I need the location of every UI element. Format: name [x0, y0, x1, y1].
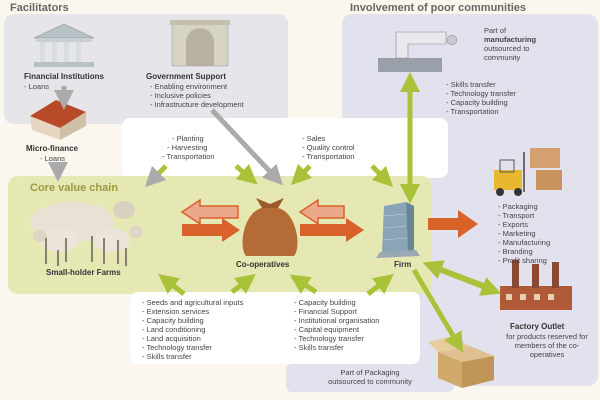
firm-label: Firm	[394, 260, 412, 269]
manufacturing-list: Skills transfer Technology transfer Capa…	[446, 80, 515, 116]
green-arrow	[289, 274, 318, 295]
packaging-box	[286, 364, 454, 392]
forklift-icon	[494, 148, 562, 196]
co-operatives-label: Co-operatives	[236, 260, 290, 269]
micro-finance-label: Micro-finance	[26, 144, 79, 153]
firm-outputs-list: Packaging Transport Exports Marketing Ma…	[498, 202, 550, 265]
factory-icon	[500, 260, 572, 310]
green-arrow	[144, 164, 168, 188]
green-arrow	[158, 273, 186, 296]
orange-arrow-left	[180, 198, 239, 226]
green-arrow	[411, 268, 464, 353]
orange-arrow-left	[298, 198, 345, 226]
core-value-chain-title: Core value chain	[30, 182, 119, 194]
financial-institutions-list: Loans	[24, 82, 49, 91]
government-support-label: Government Support	[146, 72, 227, 81]
orange-arrow-right	[428, 210, 478, 238]
government-building-icon	[170, 20, 230, 67]
packaging-note: Part of Packaging outsourced to communit…	[328, 368, 412, 386]
government-support-list: Enabling environment Inclusive policies …	[150, 82, 244, 109]
sewing-machine-icon	[378, 31, 458, 72]
facilitators-title: Facilitators	[10, 2, 69, 14]
bottom-left-flow-list: Seeds and agricultural inputs Extension …	[142, 298, 243, 361]
micro-finance-list: Loans	[40, 154, 65, 163]
skyscraper-icon	[376, 202, 420, 258]
grey-arrow	[210, 108, 283, 186]
green-arrow	[234, 163, 258, 185]
green-arrow	[230, 274, 256, 294]
orange-arrow-right	[182, 218, 240, 242]
bank-icon	[33, 23, 95, 67]
factory-outlet-desc: for products reserved for members of the…	[506, 332, 588, 359]
involvement-title: Involvement of poor communities	[350, 2, 527, 14]
factory-outlet-title: Factory Outlet	[510, 322, 565, 331]
house-icon	[30, 100, 86, 140]
green-arrow	[370, 164, 394, 188]
sack-icon	[242, 198, 298, 256]
bottom-right-flow-list: Capacity building Financial Support Inst…	[294, 298, 379, 352]
green-arrow	[366, 273, 394, 296]
top-left-flow-list: Planting Harvesting Transportation	[162, 134, 214, 161]
top-right-flow-list: Sales Quality control Transportation	[302, 134, 354, 161]
green-arrow	[290, 163, 313, 186]
financial-institutions-label: Financial Institutions	[24, 72, 105, 81]
manufacturing-note: Part of manufacturing outsourced to comm…	[484, 26, 537, 62]
sheep-icon	[30, 201, 143, 266]
small-holder-farms-label: Small-holder Farms	[46, 268, 121, 277]
green-arrow	[422, 260, 491, 291]
orange-arrow-right	[300, 218, 364, 242]
